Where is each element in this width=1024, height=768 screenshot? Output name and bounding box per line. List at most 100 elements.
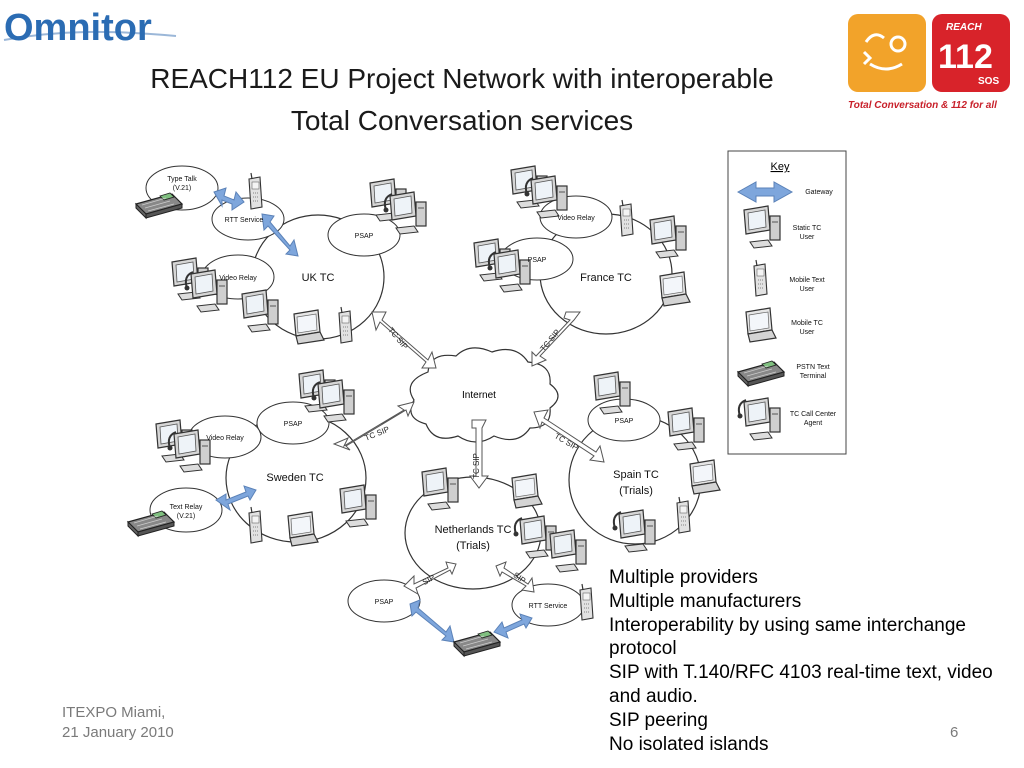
svg-text:TC SIP: TC SIP bbox=[538, 328, 561, 354]
svg-text:Type Talk: Type Talk bbox=[167, 176, 197, 183]
uk-phone-icon bbox=[248, 172, 263, 210]
svg-text:SOS: SOS bbox=[978, 76, 999, 87]
omnitor-logo: Omnitor bbox=[0, 0, 180, 65]
reach112-logo: REACH 112 SOS Total Conversation & 112 f… bbox=[846, 12, 1014, 121]
title-line-1: REACH112 EU Project Network with interop… bbox=[150, 63, 774, 94]
svg-text:(V.21): (V.21) bbox=[173, 185, 191, 192]
svg-text:TC Call Center: TC Call Center bbox=[790, 411, 837, 418]
svg-text:Spain TC: Spain TC bbox=[613, 469, 659, 481]
france-sip-arrow bbox=[531, 311, 581, 367]
se-phone-icon bbox=[248, 506, 263, 544]
svg-text:User: User bbox=[800, 234, 815, 241]
se-pc-icon bbox=[339, 484, 377, 528]
uk-laptop-icon bbox=[293, 309, 325, 345]
svg-text:RTT Service: RTT Service bbox=[225, 217, 264, 224]
svg-text:PSAP: PSAP bbox=[375, 599, 394, 606]
svg-text:UK TC: UK TC bbox=[302, 272, 335, 284]
nl-pc-icon bbox=[421, 467, 459, 511]
nl-agent-icon bbox=[514, 516, 557, 558]
svg-text:Gateway: Gateway bbox=[805, 189, 833, 196]
se-laptop-icon bbox=[287, 511, 319, 547]
nl-pc2-icon bbox=[549, 529, 587, 573]
uk-mobile-icon bbox=[338, 306, 353, 344]
fr-pc-icon bbox=[649, 215, 687, 259]
svg-text:User: User bbox=[800, 286, 815, 293]
svg-text:PSAP: PSAP bbox=[284, 421, 303, 428]
uk-rtt-ellipse bbox=[211, 197, 285, 241]
svg-text:Mobile TC: Mobile TC bbox=[791, 320, 823, 327]
svg-text:Internet: Internet bbox=[462, 390, 496, 401]
title-line-2: Total Conversation services bbox=[290, 105, 634, 136]
svg-text:Sweden TC: Sweden TC bbox=[266, 472, 323, 484]
gateway-arrow-icon bbox=[736, 181, 794, 203]
svg-text:TC SIP: TC SIP bbox=[472, 453, 481, 479]
svg-text:Netherlands TC: Netherlands TC bbox=[435, 524, 512, 536]
slide-title: REACH112 EU Project Network with interop… bbox=[80, 58, 844, 142]
uk-rtt-psap-gateway bbox=[261, 213, 299, 257]
bullet-item: SIP with T.140/RFC 4103 real-time text, … bbox=[609, 662, 993, 707]
bullet-item: Multiple manufacturers bbox=[609, 590, 802, 612]
reach-tagline: Total Conversation & 112 for all bbox=[848, 100, 997, 111]
sweden-text-relay-gateway bbox=[215, 485, 257, 512]
nl-laptop-icon bbox=[511, 473, 543, 509]
nl-psap-gateway bbox=[409, 599, 455, 643]
spain-sip-arrow bbox=[533, 409, 605, 463]
svg-text:Video Relay: Video Relay bbox=[219, 275, 257, 282]
mobile-phone-icon bbox=[753, 259, 768, 297]
svg-text:RTT Service: RTT Service bbox=[529, 603, 568, 610]
bullet-item: Multiple providers bbox=[609, 567, 758, 588]
legend-key: Key Gateway Static TC User Mobile Text U… bbox=[727, 150, 847, 455]
page-number: 6 bbox=[950, 724, 959, 741]
sweden-psap-ellipse bbox=[256, 401, 330, 445]
svg-text:User: User bbox=[800, 329, 815, 336]
key-points: Multiple providers Multiple manufacturer… bbox=[609, 566, 1021, 756]
svg-text:PSAP: PSAP bbox=[355, 233, 374, 240]
es-pc-icon bbox=[667, 407, 705, 451]
legend-title: Key bbox=[771, 161, 790, 173]
communication-icon bbox=[862, 33, 907, 71]
bullet-item: No isolated islands bbox=[609, 733, 769, 755]
svg-text:Agent: Agent bbox=[804, 420, 822, 427]
reach-red-badge bbox=[932, 14, 1010, 92]
svg-text:(V.21): (V.21) bbox=[177, 513, 195, 520]
footer-event: ITEXPO Miami, 21 January 2010 bbox=[62, 704, 174, 741]
nl-terminal-icon bbox=[453, 630, 501, 657]
bullet-item: Interoperability by using same interchan… bbox=[609, 614, 966, 660]
svg-text:France TC: France TC bbox=[580, 272, 632, 284]
svg-text:Video Relay: Video Relay bbox=[557, 215, 595, 222]
svg-text:PSTN Text: PSTN Text bbox=[796, 364, 829, 371]
svg-text:(Trials): (Trials) bbox=[456, 540, 490, 552]
es-agent-icon bbox=[613, 510, 656, 552]
svg-text:Video Relay: Video Relay bbox=[206, 435, 244, 442]
svg-text:Mobile Text: Mobile Text bbox=[789, 277, 824, 284]
svg-text:Text Relay: Text Relay bbox=[170, 504, 203, 511]
es-phone-icon bbox=[676, 496, 691, 534]
sweden-sip-arrow bbox=[332, 401, 415, 451]
bullet-item: SIP peering bbox=[609, 709, 708, 731]
svg-text:PSAP: PSAP bbox=[615, 418, 634, 425]
svg-text:(Trials): (Trials) bbox=[619, 485, 653, 497]
svg-text:REACH: REACH bbox=[946, 22, 982, 33]
uk-psap-ellipse bbox=[327, 213, 401, 257]
svg-text:TC SIP: TC SIP bbox=[386, 326, 409, 352]
es-laptop-icon bbox=[689, 459, 721, 495]
uk-sip-arrow bbox=[371, 311, 437, 369]
svg-text:PSAP: PSAP bbox=[528, 257, 547, 264]
uk-pc-icon bbox=[241, 289, 279, 333]
nl-psap-sip-arrow bbox=[403, 561, 457, 596]
netherlands-sip-arrow bbox=[469, 419, 489, 489]
tc-sip-links bbox=[332, 311, 605, 596]
nl-rtt-sip-arrow bbox=[495, 561, 535, 593]
svg-text:Terminal: Terminal bbox=[800, 373, 827, 380]
gateway-arrows bbox=[213, 187, 533, 643]
svg-text:112: 112 bbox=[938, 38, 993, 76]
omnitor-wordmark: Omnitor bbox=[4, 7, 152, 49]
nl-phone-icon bbox=[579, 583, 594, 621]
fr-laptop-icon bbox=[659, 271, 691, 307]
fr-phone-icon bbox=[619, 199, 634, 237]
uk-typetalk-gateway bbox=[213, 187, 245, 211]
reach-orange-badge bbox=[848, 14, 926, 92]
nl-rtt-gateway bbox=[493, 613, 533, 639]
svg-text:Static TC: Static TC bbox=[793, 225, 822, 232]
